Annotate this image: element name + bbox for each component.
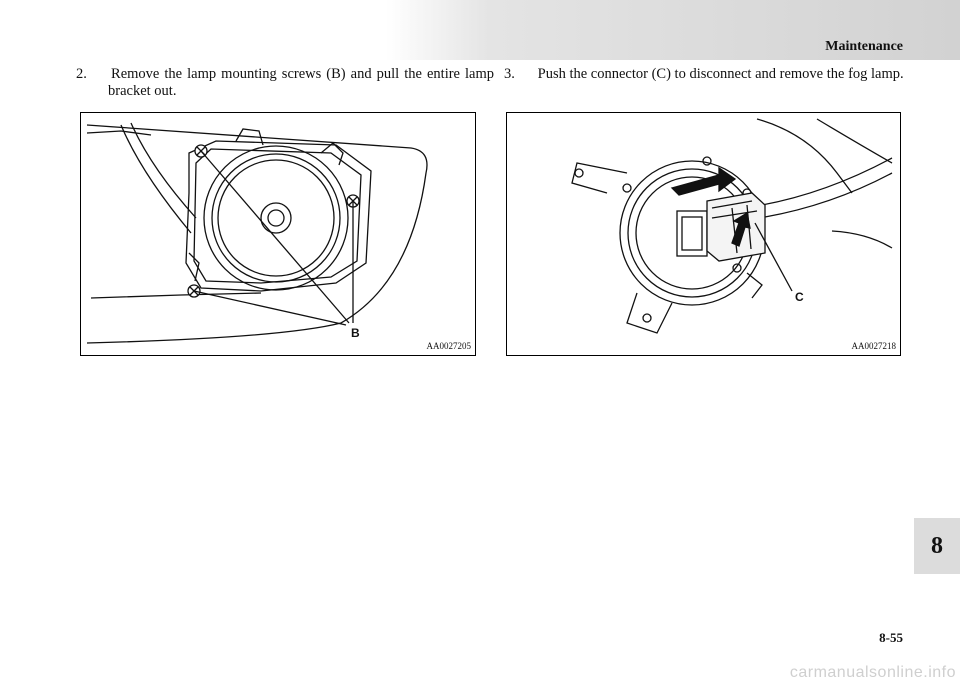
callout-label-b: B bbox=[351, 326, 360, 340]
watermark: carmanualsonline.info bbox=[789, 664, 956, 681]
fog-lamp-illustration: C bbox=[571, 118, 893, 334]
header-band bbox=[386, 0, 960, 60]
step-text: Remove the lamp mounting screws (B) and … bbox=[108, 66, 495, 99]
section-title: Maintenance bbox=[825, 39, 903, 54]
lamp-bracket-illustration: B bbox=[86, 122, 428, 344]
page-number: 8-55 bbox=[879, 630, 903, 645]
step-2: 2. Remove the lamp mounting screws (B) a… bbox=[76, 66, 495, 100]
step-number: 3. bbox=[504, 66, 515, 82]
callout-label-c: C bbox=[795, 290, 804, 304]
figure-fog-lamp-connector: C AA0027218 bbox=[506, 112, 901, 356]
chapter-tab: 8 bbox=[914, 518, 960, 574]
step-number: 2. bbox=[76, 66, 87, 82]
figure-code: AA0027218 bbox=[851, 341, 897, 351]
step-3: 3. Push the connector (C) to disconnect … bbox=[504, 66, 918, 83]
figure-code: AA0027205 bbox=[426, 341, 472, 351]
step-text: Push the connector (C) to disconnect and… bbox=[537, 66, 904, 82]
figure-lamp-bracket: B AA0027205 bbox=[80, 112, 476, 356]
